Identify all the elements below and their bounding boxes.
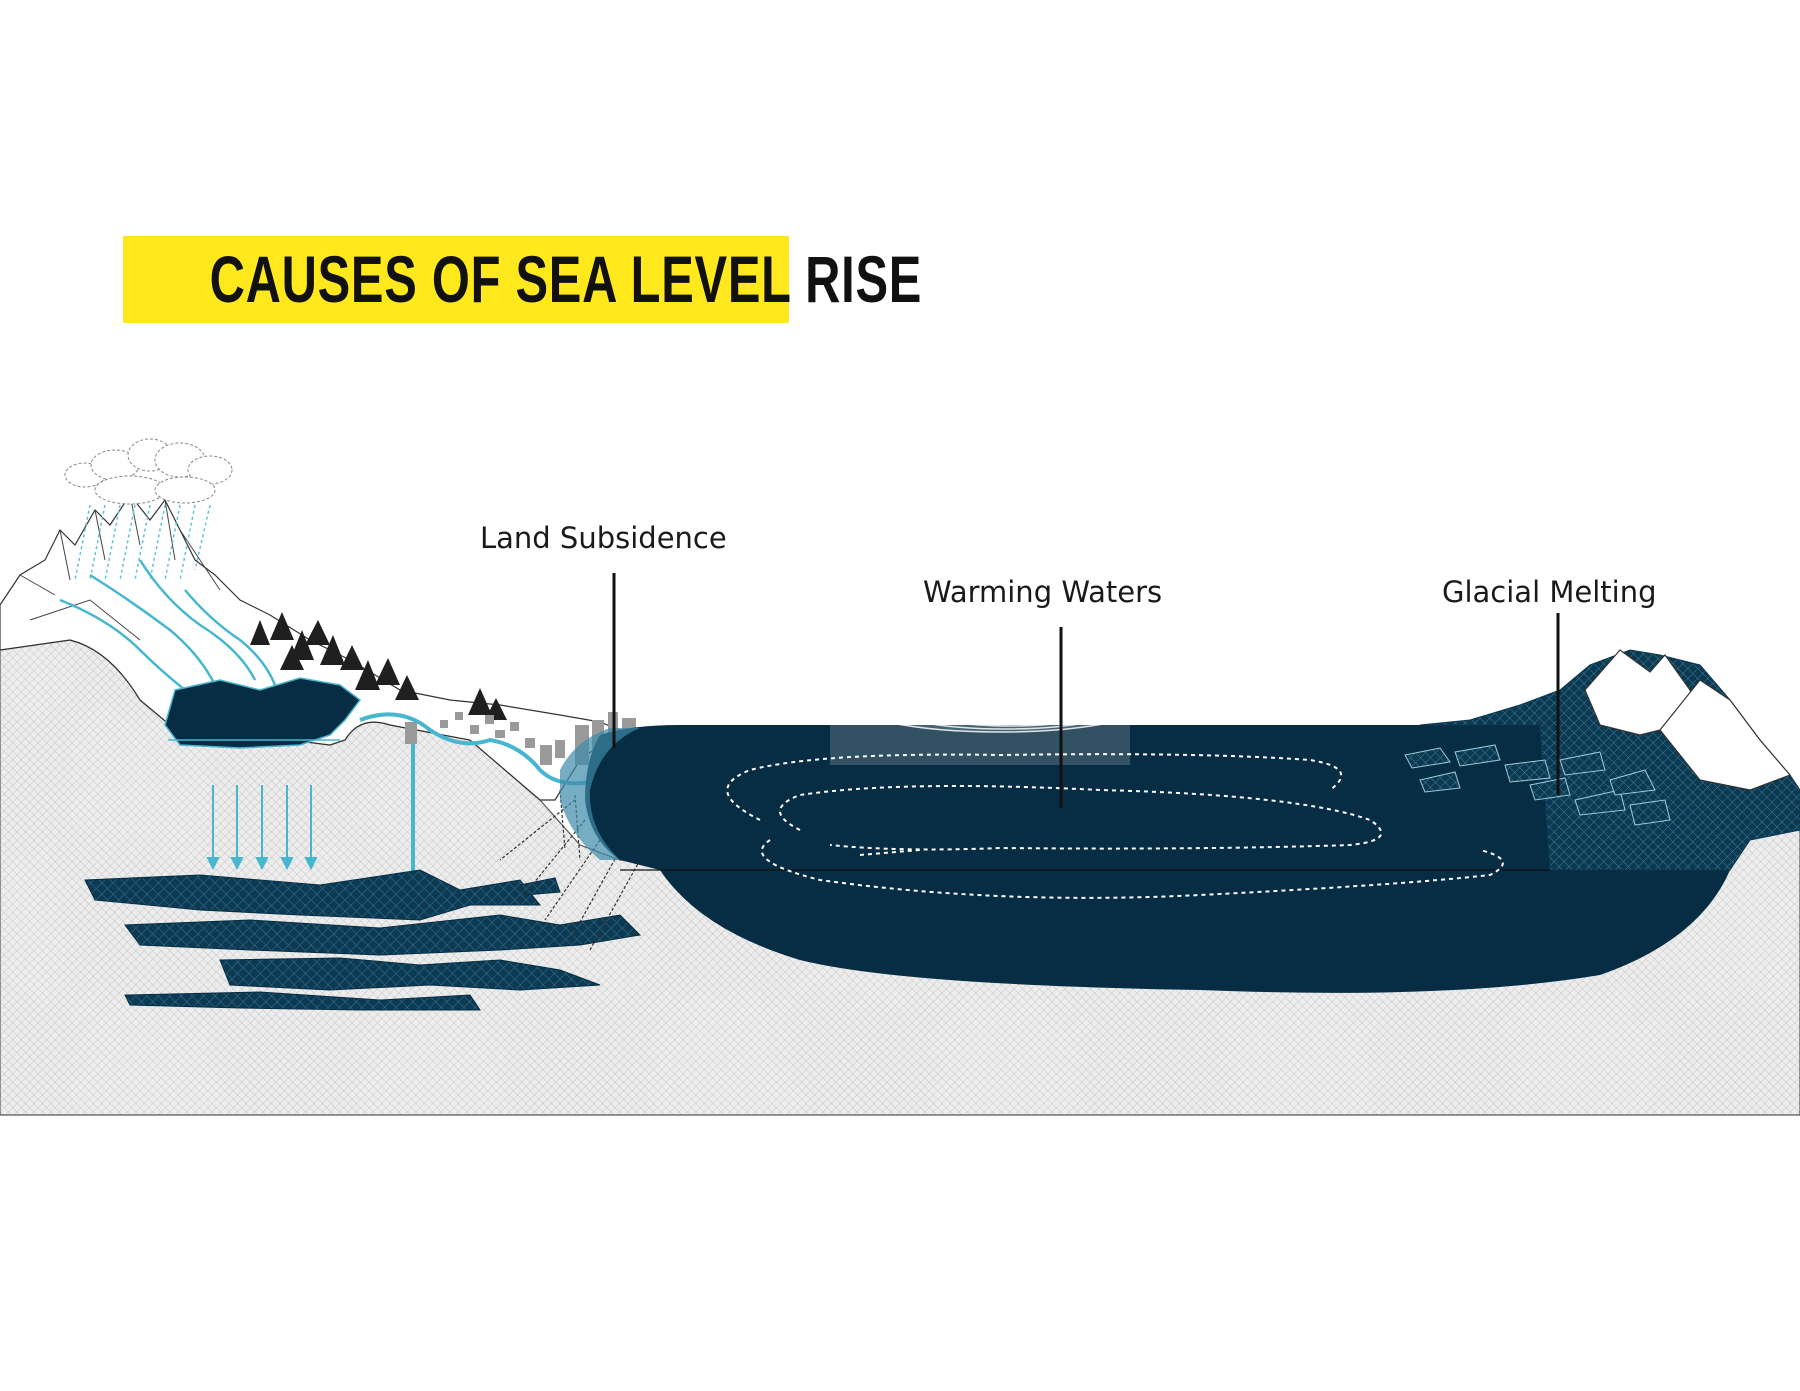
reservoir-lake: [164, 677, 362, 749]
ice-fragments: [1404, 744, 1671, 826]
forest: [250, 612, 507, 720]
ocean-circulation: [726, 753, 1504, 899]
title-band: CAUSES OF SEA LEVEL RISE: [123, 236, 923, 323]
warming-waters-label: Warming Waters: [923, 575, 1163, 609]
river: [359, 712, 601, 786]
rain-streaks: [74, 504, 211, 581]
mountain-range: [0, 493, 622, 801]
infiltration-arrows: [206, 785, 318, 871]
rain-cloud-icon: [64, 438, 233, 505]
land-subsidence-label: Land Subsidence: [480, 521, 727, 555]
groundwater-well-pipe: [411, 744, 415, 874]
groundwater-aquifers: [84, 869, 642, 1011]
heat-spiral: [844, 667, 1156, 733]
glacial-melting-label: Glacial Melting: [1442, 575, 1657, 609]
ice-peaks: [1584, 649, 1792, 791]
ocean: [585, 725, 1730, 993]
heat-lens-box: [830, 725, 1130, 765]
runoff-streams: [59, 559, 277, 691]
page-title: CAUSES OF SEA LEVEL RISE: [209, 242, 923, 316]
mountain-ridges: [19, 494, 221, 641]
coastal-shelf: [560, 728, 640, 860]
